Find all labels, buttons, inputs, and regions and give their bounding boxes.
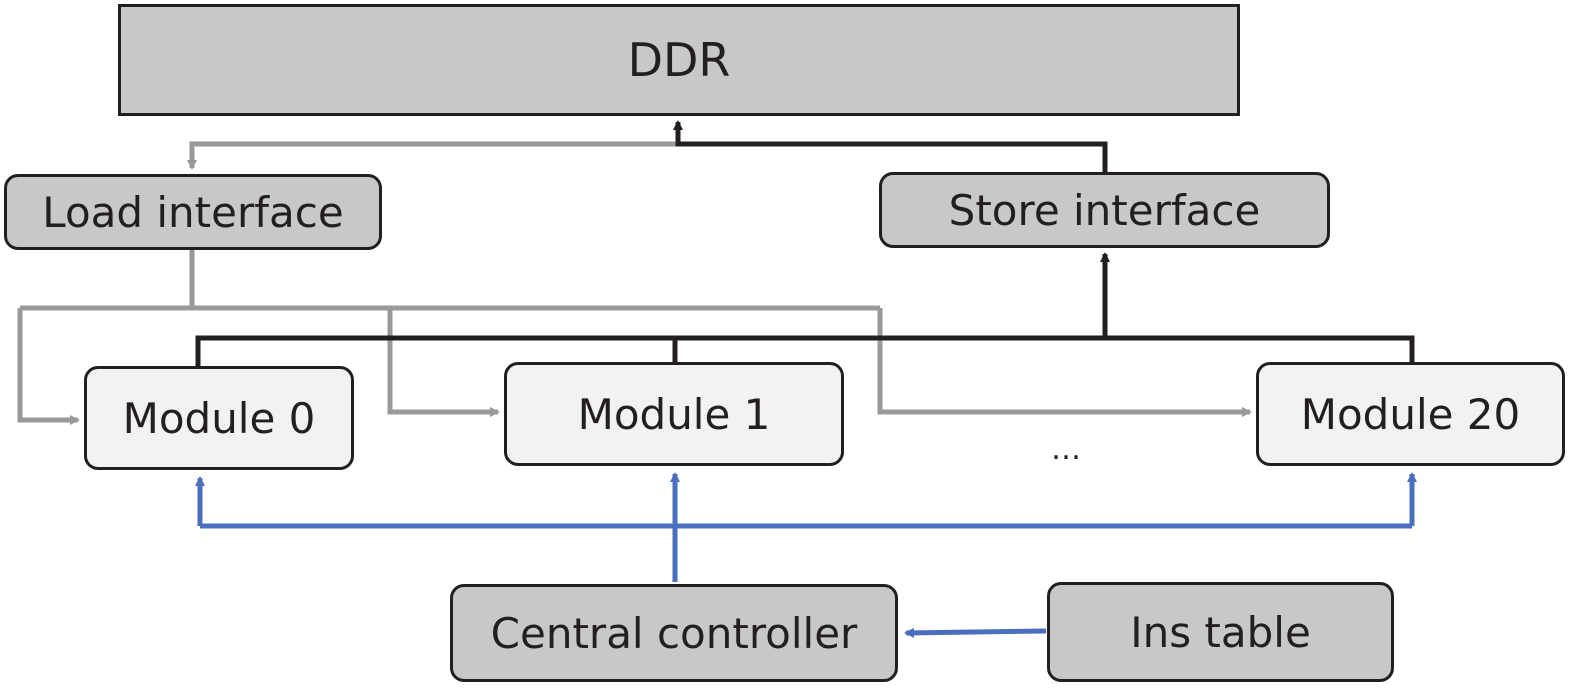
module-0-label: Module 0 [122,393,316,443]
ddr-label: DDR [627,33,731,87]
module-1-label: Module 1 [577,389,771,439]
load-interface-box: Load interface [4,174,382,250]
store-interface-box: Store interface [879,172,1330,248]
edge-load-interface-bus [20,250,880,311]
ins-table-box: Ins table [1047,582,1394,682]
edge-load-to-module-1 [387,308,500,417]
edge-store-interface-to-ddr [673,120,1108,172]
module-20-label: Module 20 [1300,389,1521,439]
edge-modules-store-bus [195,335,1415,366]
ddr-box: DDR [118,4,1240,116]
edge-ins-table-to-controller [904,627,1047,638]
load-interface-label: Load interface [42,187,344,237]
store-interface-label: Store interface [948,185,1261,235]
ins-table-label: Ins table [1130,607,1311,657]
central-controller-label: Central controller [490,608,858,658]
module-20-box: Module 20 [1256,362,1565,466]
edge-ddr-to-load-interface [187,141,678,170]
edge-load-to-module-20 [877,308,1252,417]
module-0-box: Module 0 [84,366,354,470]
module-1-box: Module 1 [504,362,844,466]
central-controller-box: Central controller [450,584,898,682]
more-modules-ellipsis: … [1051,432,1081,467]
edge-load-to-module-0 [17,308,80,425]
